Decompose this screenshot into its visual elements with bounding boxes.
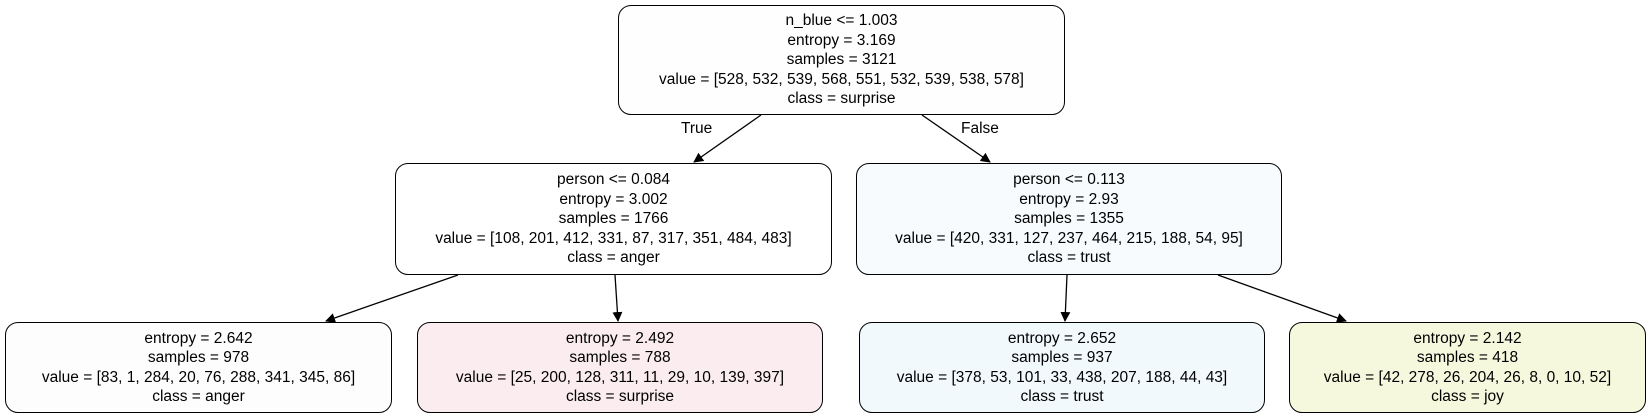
leaf-ll-entropy: entropy = 2.642 [144, 329, 253, 347]
leaf-node-rl: entropy = 2.652 samples = 937 value = [3… [859, 322, 1265, 413]
leaf-rl-value: value = [378, 53, 101, 33, 438, 207, 188… [896, 368, 1228, 386]
root-value: value = [528, 532, 539, 568, 551, 532, 5… [659, 70, 1024, 88]
edge-root-left [693, 114, 762, 163]
edge-left-leaf-lr [612, 274, 623, 322]
right-class: class = trust [1027, 249, 1111, 267]
false-edge-label: False [961, 120, 999, 137]
root-samples: samples = 3121 [786, 51, 897, 69]
leaf-rl-entropy: entropy = 2.652 [1007, 329, 1117, 347]
root-class: class = surprise [787, 90, 896, 108]
left-node: person <= 0.084 entropy = 3.002 samples … [395, 163, 832, 275]
right-entropy: entropy = 2.93 [1019, 190, 1119, 208]
left-split: person <= 0.084 [557, 171, 670, 189]
true-edge-label: True [681, 120, 713, 137]
edge-right-leaf-rr [1217, 274, 1347, 323]
leaf-ll-value: value = [83, 1, 284, 20, 76, 288, 341, 3… [41, 368, 356, 386]
root-split: n_blue <= 1.003 [785, 12, 898, 30]
leaf-lr-class: class = surprise [565, 388, 675, 405]
leaf-lr-value: value = [25, 200, 128, 311, 11, 29, 10, … [455, 368, 785, 386]
leaf-node-ll: entropy = 2.642 samples = 978 value = [8… [5, 322, 392, 413]
leaf-lr-samples: samples = 788 [569, 349, 671, 366]
edge-root-right [921, 114, 991, 163]
leaf-lr-entropy: entropy = 2.492 [565, 329, 675, 347]
left-value: value = [108, 201, 412, 331, 87, 317, 35… [435, 229, 792, 247]
root-node: n_blue <= 1.003 entropy = 3.169 samples … [618, 5, 1065, 115]
leaf-ll-class: class = anger [152, 388, 245, 405]
edge-left-leaf-ll [325, 274, 459, 323]
right-samples: samples = 1355 [1014, 210, 1124, 228]
root-entropy: entropy = 3.169 [787, 31, 896, 49]
leaf-rl-samples: samples = 937 [1011, 349, 1113, 366]
right-value: value = [420, 331, 127, 237, 464, 215, 1… [895, 229, 1243, 247]
leaf-rr-value: value = [42, 278, 26, 204, 26, 8, 0, 10,… [1323, 368, 1612, 386]
leaf-node-rr: entropy = 2.142 samples = 418 value = [4… [1289, 322, 1646, 413]
leaf-rr-class: class = joy [1431, 388, 1504, 405]
left-entropy: entropy = 3.002 [559, 190, 668, 208]
leaf-ll-samples: samples = 978 [147, 349, 250, 366]
leaf-rr-entropy: entropy = 2.142 [1413, 329, 1522, 347]
leaf-rl-class: class = trust [1020, 388, 1104, 405]
edge-right-leaf-rl [1060, 274, 1071, 322]
leaf-node-lr: entropy = 2.492 samples = 788 value = [2… [417, 322, 823, 413]
right-node: person <= 0.113 entropy = 2.93 samples =… [856, 163, 1282, 275]
left-class: class = anger [567, 249, 660, 267]
leaf-rr-samples: samples = 418 [1416, 349, 1519, 366]
left-samples: samples = 1766 [558, 210, 669, 228]
right-split: person <= 0.113 [1013, 171, 1125, 189]
